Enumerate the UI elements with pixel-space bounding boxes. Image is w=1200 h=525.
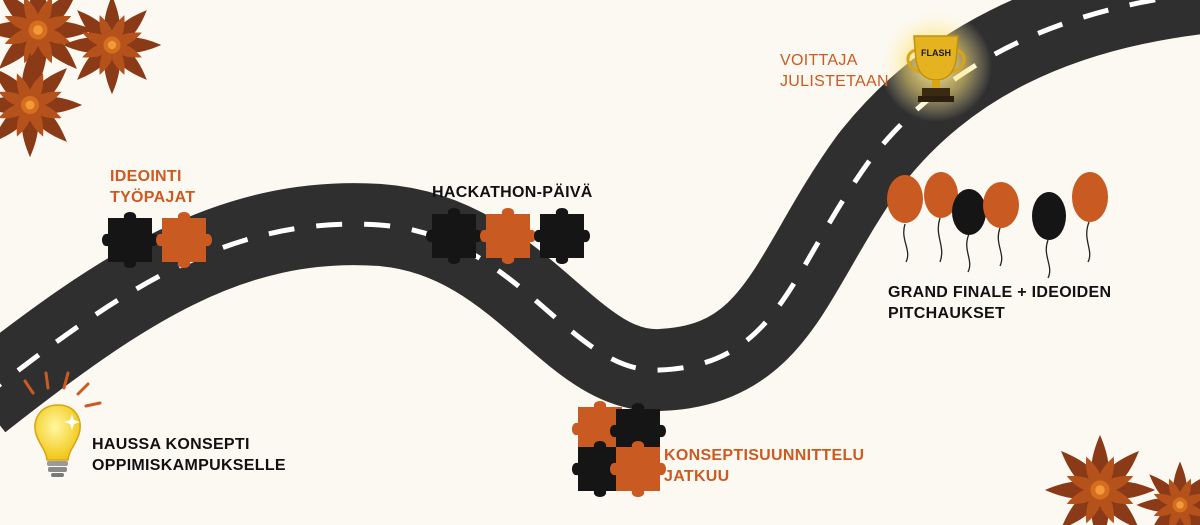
milestone-idea-label: HAUSSA KONSEPTI OPPIMISKAMPUKSELLE [92, 434, 286, 476]
milestone-finale-line1: GRAND FINALE + IDEOIDEN [888, 284, 1112, 301]
milestone-concept-line2: JATKUU [664, 468, 730, 485]
milestone-hackathon-line1: HACKATHON-PÄIVÄ [432, 184, 593, 201]
flower-icon [0, 0, 162, 158]
flower-icon [1044, 434, 1200, 525]
milestone-winner-label: VOITTAJA JULISTETAAN [780, 50, 889, 92]
trophy-logo: FLASH [921, 48, 951, 58]
milestone-ideation-line1: IDEOINTI [110, 168, 182, 185]
milestone-concept-label: KONSEPTISUUNNITTELU JATKUU [664, 445, 864, 487]
balloon-icon [887, 172, 1108, 279]
milestone-concept-line1: KONSEPTISUUNNITTELU [664, 447, 865, 464]
lightbulb-icon [23, 371, 102, 477]
milestone-winner-line1: VOITTAJA [780, 52, 858, 69]
milestone-hackathon-label: HACKATHON-PÄIVÄ [432, 182, 593, 203]
puzzle-piece-icon [426, 208, 590, 264]
puzzle-piece-icon [572, 401, 666, 497]
milestone-finale-line2: PITCHAUKSET [888, 305, 1006, 322]
milestone-idea-line2: OPPIMISKAMPUKSELLE [92, 457, 286, 474]
milestone-ideation-line2: TYÖPAJAT [110, 189, 196, 206]
milestone-idea-line1: HAUSSA KONSEPTI [92, 436, 250, 453]
milestone-finale-label: GRAND FINALE + IDEOIDEN PITCHAUKSET [888, 282, 1111, 324]
trophy-icon: FLASH [880, 10, 992, 122]
milestone-winner-line2: JULISTETAAN [780, 73, 889, 90]
milestone-ideation-label: IDEOINTI TYÖPAJAT [110, 166, 195, 208]
